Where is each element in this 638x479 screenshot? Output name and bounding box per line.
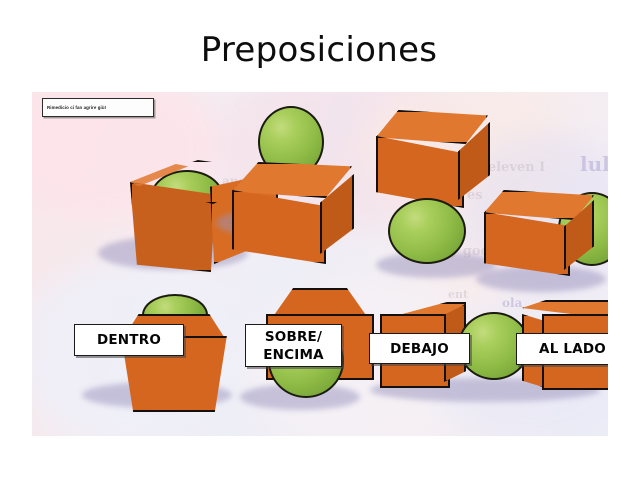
cube-shape xyxy=(484,190,604,282)
caption-box: Rimedicio ci fan agrire giù! xyxy=(42,98,154,117)
label-text: DENTRO xyxy=(96,332,161,348)
label-text: ENCIMA xyxy=(263,346,324,363)
cube-shape xyxy=(376,110,496,214)
sphere-shape xyxy=(388,198,466,264)
caption-text: Rimedicio ci fan agrire giù! xyxy=(47,105,107,110)
cube-front-face xyxy=(232,190,326,264)
worksheet-scan-image: one. At eleven Ilultodo esrarvery goodan… xyxy=(32,92,608,436)
figure-debajo xyxy=(370,110,520,300)
label-al-lado[interactable]: AL LADO xyxy=(516,333,608,365)
label-debajo[interactable]: DEBAJO xyxy=(369,333,470,364)
cube-top-face xyxy=(376,110,488,144)
label-text: DEBAJO xyxy=(390,340,449,357)
page-title: Preposiciones xyxy=(200,30,438,70)
ghost-text: lul xyxy=(580,152,608,176)
figure-sobre-encima xyxy=(216,100,382,300)
label-sobre-encima[interactable]: SOBRE/ENCIMA xyxy=(245,324,342,367)
label-dentro[interactable]: DENTRO xyxy=(74,324,184,356)
cube-front-face xyxy=(376,136,464,208)
cube-front-face xyxy=(484,212,570,276)
label-text: AL LADO xyxy=(539,341,606,357)
figure-al-lado xyxy=(476,180,608,300)
cube-shape xyxy=(232,162,362,267)
label-text: SOBRE/ xyxy=(264,328,323,345)
